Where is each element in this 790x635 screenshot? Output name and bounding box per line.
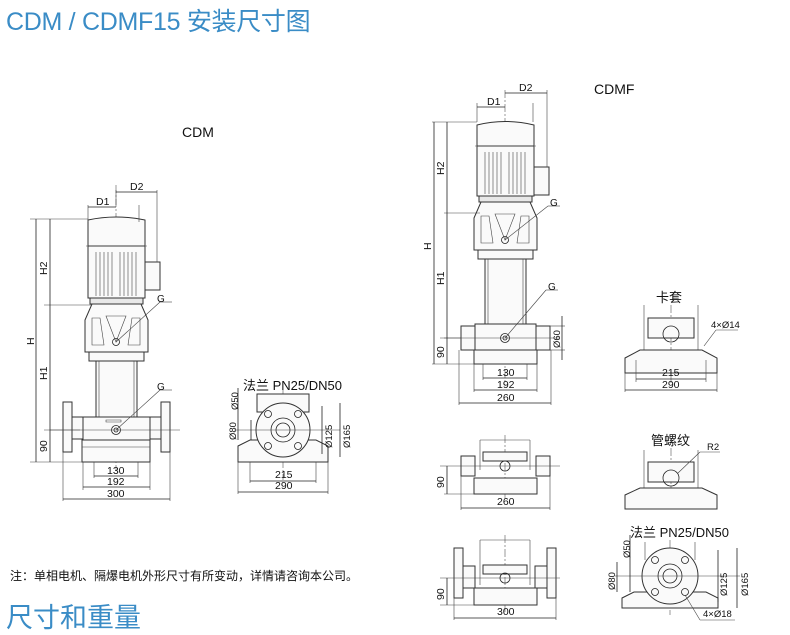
cdmf-base-h: 90 bbox=[435, 346, 447, 358]
thread-r2: R2 bbox=[707, 442, 719, 453]
cdm-flange-d165: Ø165 bbox=[342, 425, 353, 448]
cdm-g-top: G bbox=[157, 294, 165, 305]
thread-base-w260: 260 bbox=[497, 496, 515, 508]
cdm-base bbox=[81, 439, 151, 463]
sleeve-drawing: 4×Ø14 215 290 bbox=[624, 305, 740, 392]
cdm-flange-left bbox=[62, 401, 73, 453]
cdmf-w192: 192 bbox=[497, 379, 515, 391]
cdm-motor-body bbox=[87, 245, 146, 299]
cdm-h: H bbox=[25, 337, 37, 345]
cdm-pump-drawing: G G D1 D2 H2 H H1 90 130 192 300 bbox=[25, 181, 180, 501]
cdmf-flange-drawing: Ø50 Ø80 Ø125 Ø165 4×Ø18 bbox=[607, 535, 751, 621]
cdmf-label: CDMF bbox=[594, 81, 635, 97]
cdmf-h: H bbox=[422, 242, 434, 250]
cdm-d1: D1 bbox=[96, 196, 110, 208]
cdmf-flange-label: 法兰 PN25/DN50 bbox=[630, 525, 729, 540]
cdm-flange-d125: Ø125 bbox=[324, 425, 335, 448]
cdm-h2: H2 bbox=[38, 261, 50, 275]
cdmf-pump-drawing: G G D1 D2 H2 H H1 90 Ø60 bbox=[422, 82, 565, 405]
cdm-w130: 130 bbox=[107, 465, 125, 477]
thread-label: 管螺纹 bbox=[651, 433, 691, 448]
cdm-flange-d80: Ø80 bbox=[228, 422, 239, 440]
cdm-w192: 192 bbox=[107, 476, 125, 488]
thread-base-h: 90 bbox=[435, 476, 447, 488]
cdmf-flange-d50: Ø50 bbox=[622, 540, 633, 558]
cdmf-flange-holes: 4×Ø18 bbox=[703, 609, 732, 620]
cdm-base-chamber bbox=[82, 416, 151, 441]
note-text: 注：单相电机、隔爆电机外形尺寸有所变动，详情请咨询本公司。 bbox=[10, 569, 359, 583]
cdmf-g-top: G bbox=[550, 198, 558, 209]
cdm-g-bottom: G bbox=[157, 382, 165, 393]
cdm-pump-stack bbox=[95, 360, 138, 418]
cdm-flange-label: 法兰 PN25/DN50 bbox=[243, 378, 342, 393]
page-title: CDM / CDMF15 安装尺寸图 bbox=[6, 8, 311, 36]
thread-base-drawing: 90 260 bbox=[435, 435, 560, 510]
cdm-flange-drawing: Ø50 Ø80 Ø125 Ø165 215 290 bbox=[228, 388, 353, 494]
section-title: 尺寸和重量 bbox=[6, 603, 141, 633]
sleeve-holes: 4×Ø14 bbox=[711, 320, 740, 331]
cdmf-w130: 130 bbox=[497, 367, 515, 379]
cdmf-h2: H2 bbox=[435, 161, 447, 175]
cdmf-flange-d165: Ø165 bbox=[740, 573, 751, 596]
cdm-w300: 300 bbox=[107, 488, 125, 500]
flange-base-w300: 300 bbox=[497, 606, 515, 618]
cdm-motor-cap bbox=[87, 216, 146, 247]
cdm-label: CDM bbox=[182, 124, 214, 140]
cdmf-flange-d80: Ø80 bbox=[607, 572, 618, 590]
cdm-flange-d50: Ø50 bbox=[230, 392, 241, 410]
cdmf-h1: H1 bbox=[435, 271, 447, 285]
cdm-h1: H1 bbox=[38, 366, 50, 380]
cdm-terminal-box bbox=[144, 261, 161, 291]
cdmf-flange-d125: Ø125 bbox=[719, 573, 730, 596]
flange-base-h: 90 bbox=[435, 588, 447, 600]
cdmf-w260: 260 bbox=[497, 392, 515, 404]
cdmf-g-bottom: G bbox=[548, 282, 556, 293]
cdm-d2: D2 bbox=[130, 181, 144, 193]
cdmf-d60: Ø60 bbox=[552, 330, 563, 348]
sleeve-w215: 215 bbox=[662, 367, 680, 379]
sleeve-w290: 290 bbox=[662, 379, 680, 391]
cdm-base-h: 90 bbox=[38, 440, 50, 452]
cdm-flange-w215: 215 bbox=[275, 469, 293, 481]
sleeve-label: 卡套 bbox=[656, 290, 683, 305]
flange-base-drawing: 90 300 bbox=[435, 535, 560, 620]
thread-drawing: R2 bbox=[624, 442, 720, 510]
cdm-flange-w290: 290 bbox=[275, 480, 293, 492]
cdmf-d1: D1 bbox=[487, 96, 501, 108]
cdmf-d2: D2 bbox=[519, 82, 533, 94]
cdm-pump-head bbox=[84, 303, 149, 353]
cdm-flange-right bbox=[160, 401, 171, 453]
